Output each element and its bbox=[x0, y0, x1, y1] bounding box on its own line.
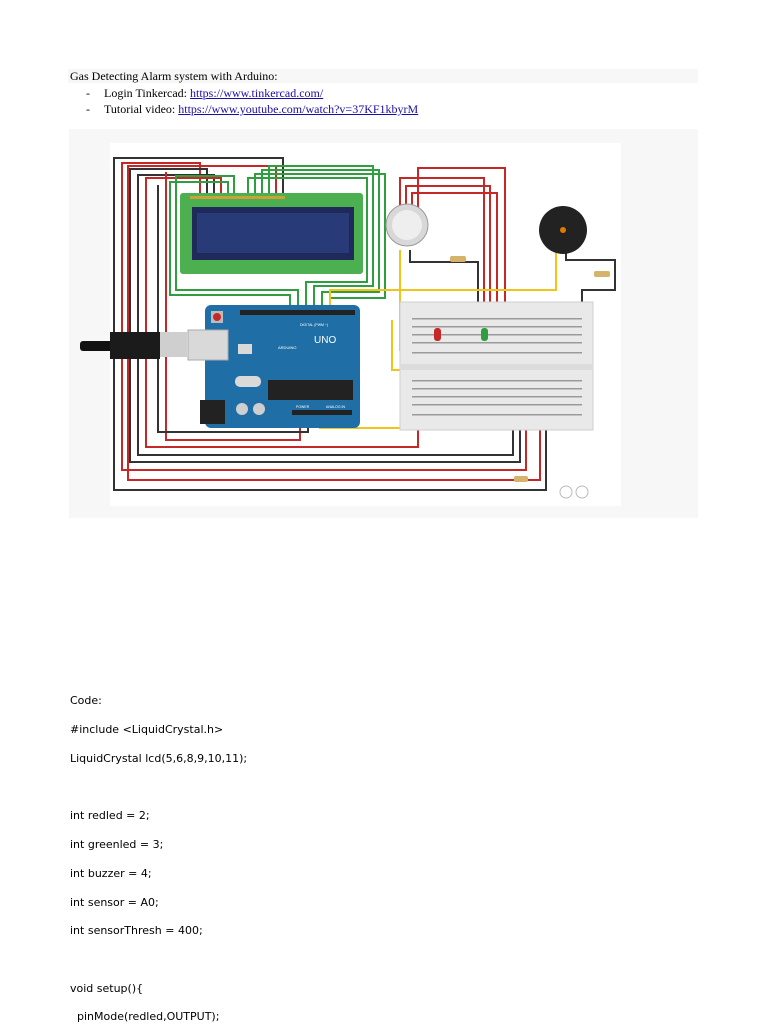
arduino-label: ARDUINO bbox=[278, 345, 296, 350]
power-label: POWER bbox=[296, 405, 310, 409]
code-line: LiquidCrystal lcd(5,6,8,9,10,11); bbox=[70, 752, 248, 765]
code-heading: Code: bbox=[70, 694, 102, 707]
bullet-dash: - bbox=[86, 86, 90, 100]
circuit-diagram: UNO ARDUINO DIGITAL (PWM ~) POWER ANALOG… bbox=[69, 129, 698, 518]
code-line: #include <LiquidCrystal.h> bbox=[70, 723, 224, 736]
bullet-video: -Tutorial video: https://www.youtube.com… bbox=[86, 102, 418, 117]
bullet-tinkercad: -Login Tinkercad: https://www.tinkercad.… bbox=[86, 86, 323, 101]
code-line: int buzzer = 4; bbox=[70, 867, 152, 880]
code-line: int sensorThresh = 400; bbox=[70, 924, 203, 937]
cc-icon bbox=[559, 485, 589, 499]
arduino-board: UNO ARDUINO DIGITAL (PWM ~) POWER ANALOG… bbox=[80, 305, 360, 428]
code-line: int greenled = 3; bbox=[70, 838, 164, 851]
code-line: void setup(){ bbox=[70, 982, 144, 995]
red-led bbox=[434, 328, 441, 341]
title-highlight bbox=[68, 69, 698, 83]
circuit-image: UNO ARDUINO DIGITAL (PWM ~) POWER ANALOG… bbox=[69, 129, 698, 518]
uno-label: UNO bbox=[314, 335, 336, 346]
bullet-label: Tutorial video: bbox=[104, 102, 179, 116]
green-led bbox=[481, 328, 488, 341]
breadboard bbox=[399, 301, 594, 431]
tinkercad-link[interactable]: https://www.tinkercad.com/ bbox=[190, 86, 324, 100]
code-line: pinMode(redled,OUTPUT); bbox=[70, 1010, 220, 1023]
code-line: int sensor = A0; bbox=[70, 896, 159, 909]
analog-label: ANALOG IN bbox=[326, 405, 346, 409]
bullet-dash: - bbox=[86, 102, 90, 116]
digital-label: DIGITAL (PWM ~) bbox=[300, 323, 328, 327]
youtube-link[interactable]: https://www.youtube.com/watch?v=37KF1kby… bbox=[178, 102, 419, 116]
bullet-label: Login Tinkercad: bbox=[104, 86, 190, 100]
doc-title: Gas Detecting Alarm system with Arduino: bbox=[70, 69, 278, 83]
code-line: int redled = 2; bbox=[70, 809, 150, 822]
